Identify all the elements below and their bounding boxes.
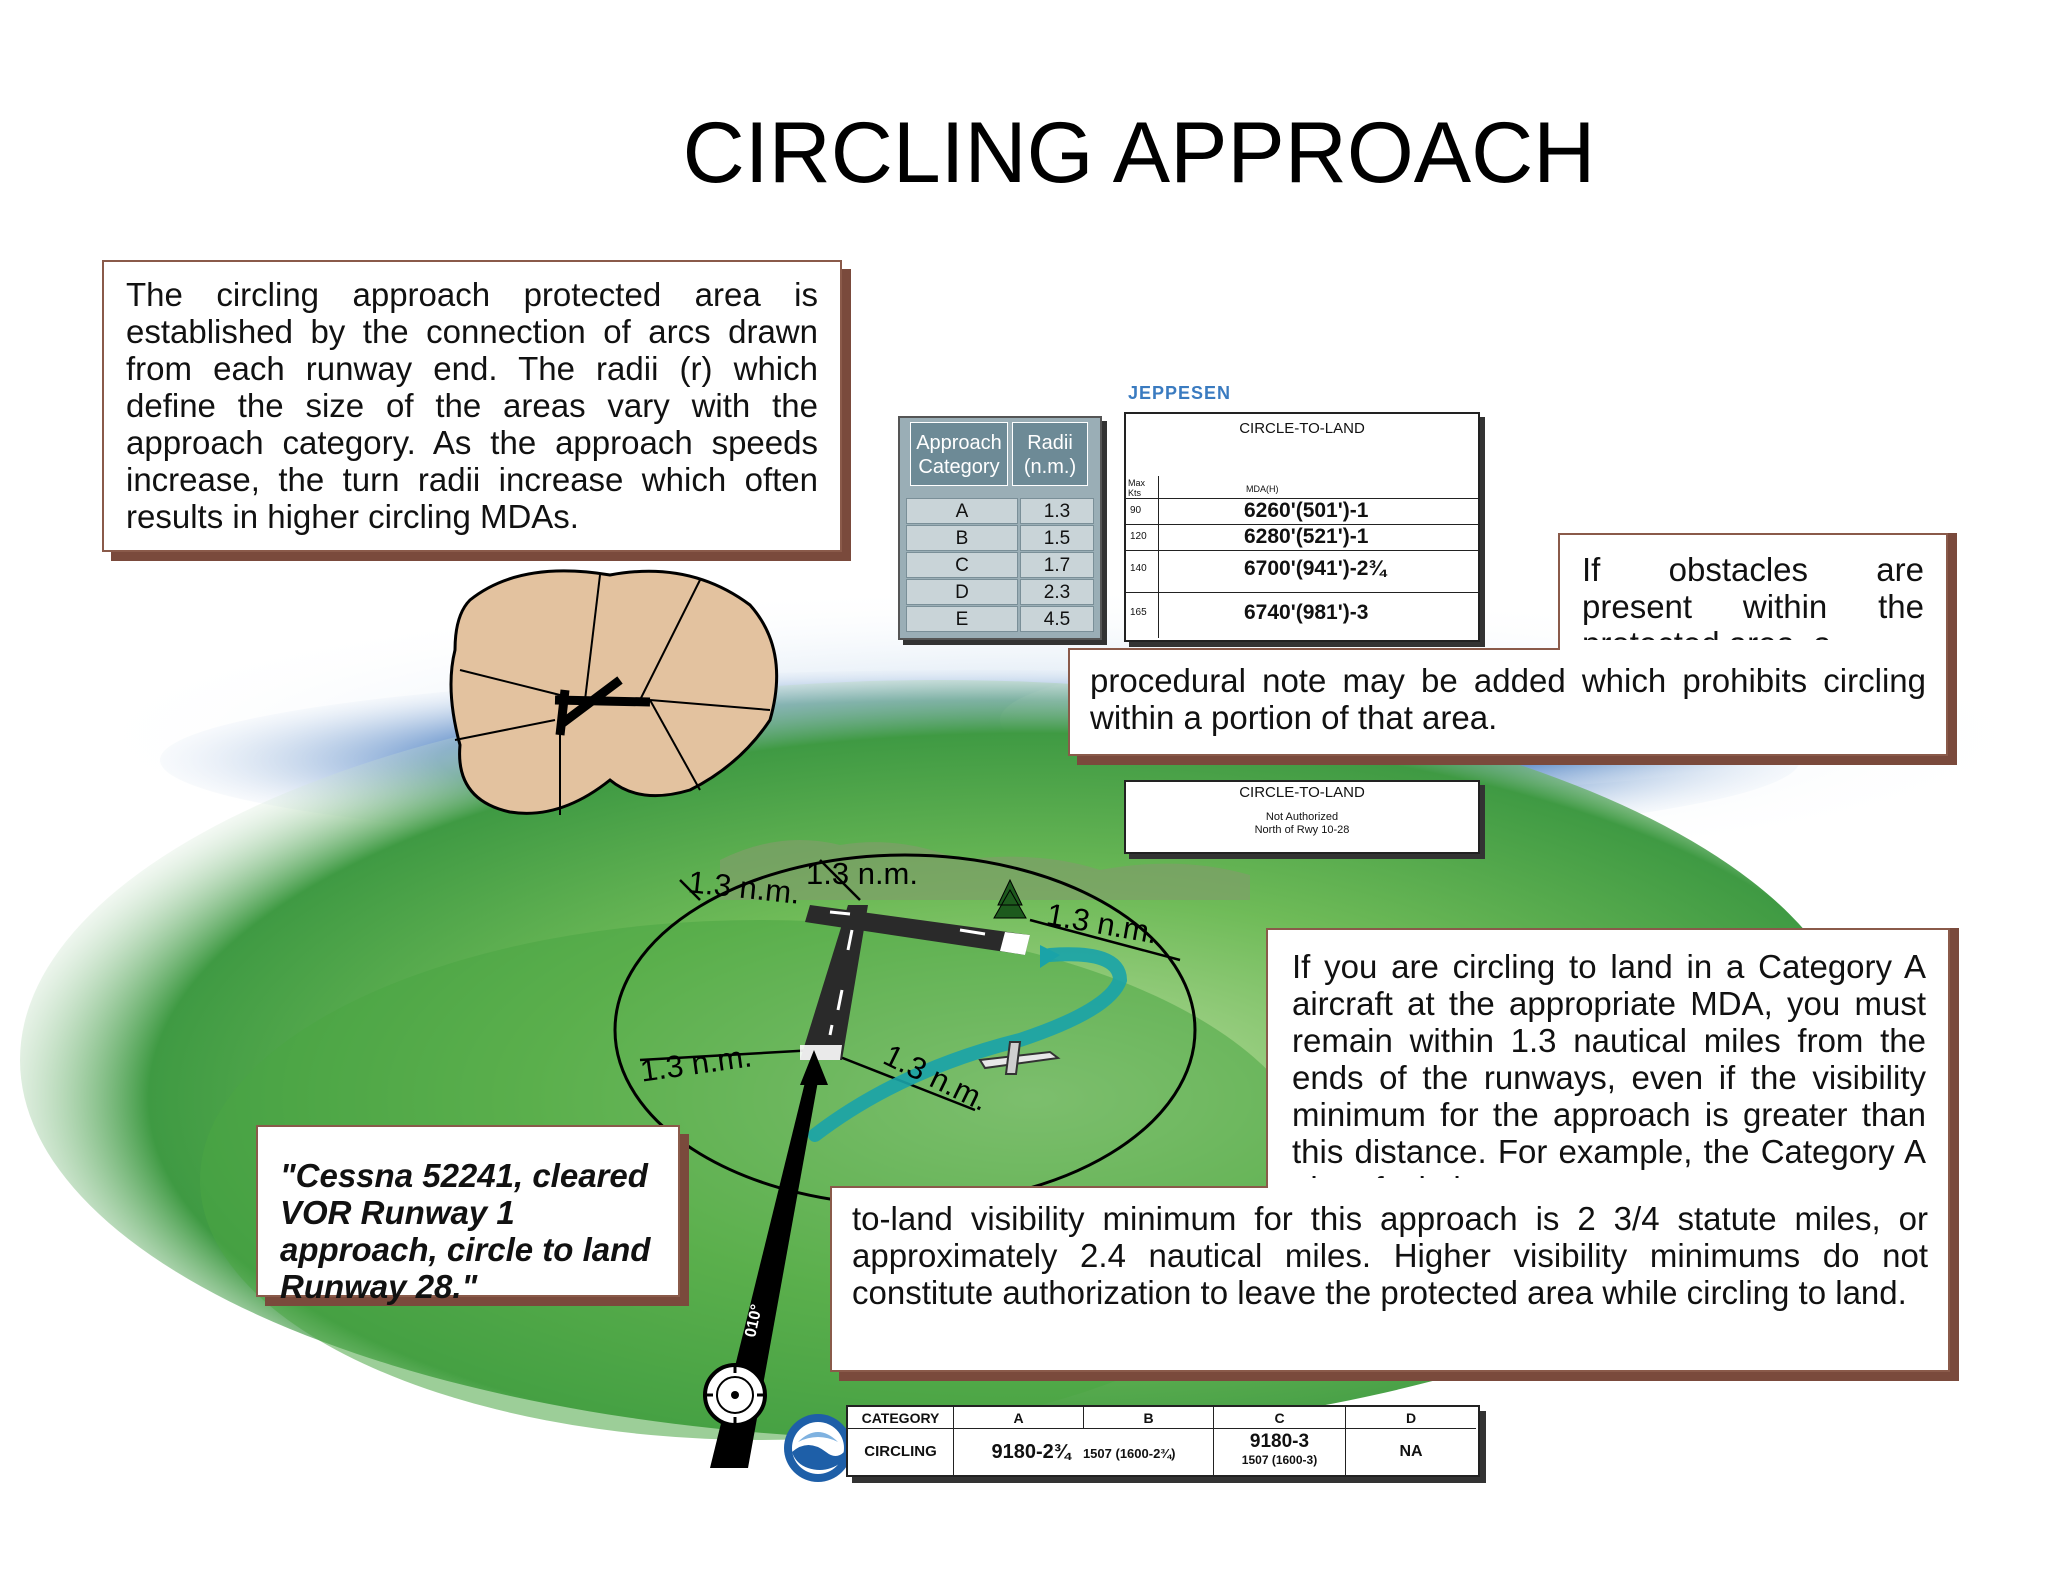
circling-flight-path-arrow [1040, 945, 1060, 968]
header-b: B [1084, 1407, 1214, 1429]
jeppesen-logo: JEPPESEN [1128, 383, 1232, 403]
cell-category: D [906, 579, 1018, 605]
cell-radius: 2.3 [1020, 579, 1094, 605]
cell-category: E [906, 606, 1018, 632]
page-title: CIRCLING APPROACH [682, 105, 1596, 201]
note-line-1: Not Authorized [1265, 811, 1339, 823]
hills [720, 840, 1250, 900]
column-divider [1158, 476, 1159, 638]
protected-area-lines [454, 574, 771, 815]
jeppesen-circle-to-land-chart: CIRCLE-TO-LAND Max Kts MDA(H) 90 6260'(5… [1124, 412, 1480, 642]
runway-markings [829, 910, 986, 936]
circling-callout: to-land visibility minimum for this appr… [830, 1186, 1950, 1372]
cell-radius: 4.5 [1020, 606, 1094, 632]
clearance-callout: "Cessna 52241, cleared VOR Runway 1 appr… [256, 1125, 680, 1305]
header-radii: Radii (n.m.) [1012, 422, 1088, 486]
cell-category: B [906, 525, 1018, 551]
cell-c: 9180-3 1507 (1600-3) [1214, 1429, 1346, 1475]
cell-radius: 1.3 [1020, 498, 1094, 524]
max-kts-value: 120 [1130, 531, 1147, 542]
cell-radius: 1.5 [1020, 525, 1094, 551]
table-row: 140 6700'(941')-2¾ [1126, 550, 1478, 589]
circling-minima-table: CATEGORY A B C D CIRCLING 9180-2¾ 1507 (… [846, 1405, 1480, 1477]
obstacle-callout: procedural note may be added which prohi… [1068, 648, 1948, 756]
max-kts-value: 90 [1130, 505, 1142, 516]
runway-centerline [828, 929, 854, 1036]
circling-text-top: If you are circling to land in a Categor… [1292, 948, 1926, 1207]
mda-value: 6740'(981')-3 [1244, 601, 1369, 624]
header-a: A [954, 1407, 1084, 1429]
cell-ab: 9180-2¾ 1507 (1600-2¾) [954, 1429, 1214, 1475]
c-sub: 1507 (1600-3) [1241, 1453, 1318, 1467]
obstacle-text-bottom: procedural note may be added which prohi… [1090, 662, 1926, 736]
airplane-icon [978, 1041, 1061, 1075]
circling-callout-top: If you are circling to land in a Categor… [1266, 928, 1950, 1207]
runway-1-19 [800, 905, 868, 1060]
table-row: E 4.5 [906, 606, 1094, 632]
intro-text: The circling approach protected area is … [126, 276, 818, 535]
cell-category: A [906, 498, 1018, 524]
radius-label: 1.3 n.m. [806, 856, 918, 891]
table-row: D 2.3 [906, 579, 1094, 605]
vor-icon [703, 1363, 767, 1427]
clearance-quote: "Cessna 52241, cleared VOR Runway 1 appr… [280, 1157, 651, 1305]
tree-icon [993, 878, 1027, 919]
c-main: 9180-3 [1249, 1431, 1310, 1452]
table-row: A 1.3 [906, 498, 1094, 524]
approach-course-arrow [800, 1050, 828, 1085]
header-d: D [1346, 1407, 1476, 1429]
mda-value: 6280'(521')-1 [1244, 525, 1369, 548]
protected-area-shape [449, 569, 779, 815]
cell-radius: 1.7 [1020, 552, 1094, 578]
max-kts-value: 140 [1130, 563, 1147, 574]
header-c: C [1214, 1407, 1346, 1429]
table-row: B 1.5 [906, 525, 1094, 551]
mda-label: MDA(H) [1246, 484, 1279, 494]
circling-flight-path [808, 947, 1128, 1142]
max-kts-value: 165 [1130, 607, 1147, 618]
table-row: C 1.7 [906, 552, 1094, 578]
mda-value: 6260'(501')-1 [1244, 499, 1369, 522]
intro-callout: The circling approach protected area is … [102, 260, 842, 552]
cell-d: NA [1399, 1443, 1423, 1460]
ab-sub: 1507 (1600-2¾) [1082, 1446, 1176, 1461]
circling-text-bottom: to-land visibility minimum for this appr… [852, 1200, 1928, 1311]
ab-main: 9180-2¾ [991, 1441, 1071, 1463]
table-row: 90 6260'(501')-1 [1126, 498, 1478, 525]
max-kts-label: Max Kts [1128, 478, 1146, 498]
row-label-circling: CIRCLING [848, 1429, 954, 1475]
note-title: CIRCLE-TO-LAND [1239, 784, 1365, 801]
table-row: 165 6740'(981')-3 [1126, 592, 1478, 637]
approach-category-table: Approach Category Radii (n.m.) A 1.3 B 1… [898, 416, 1102, 640]
runway-threshold [1000, 932, 1030, 955]
header-category: CATEGORY [848, 1407, 954, 1429]
runway-threshold [800, 1045, 842, 1060]
cell-category: C [906, 552, 1018, 578]
callout-join [1560, 640, 1946, 654]
protected-area-runways [554, 676, 651, 736]
noaa-logo [784, 1414, 852, 1482]
circle-to-land-note: CIRCLE-TO-LAND Not Authorized North of R… [1124, 780, 1480, 854]
note-line-2: North of Rwy 10-28 [1254, 824, 1350, 836]
callout-join [1268, 1178, 1948, 1192]
table-row: 120 6280'(521')-1 [1126, 524, 1478, 551]
mda-value: 6700'(941')-2¾ [1244, 557, 1386, 580]
jeppesen-title: CIRCLE-TO-LAND [1239, 420, 1365, 437]
runway-10-28 [805, 905, 1030, 955]
header-approach-category: Approach Category [910, 422, 1008, 486]
